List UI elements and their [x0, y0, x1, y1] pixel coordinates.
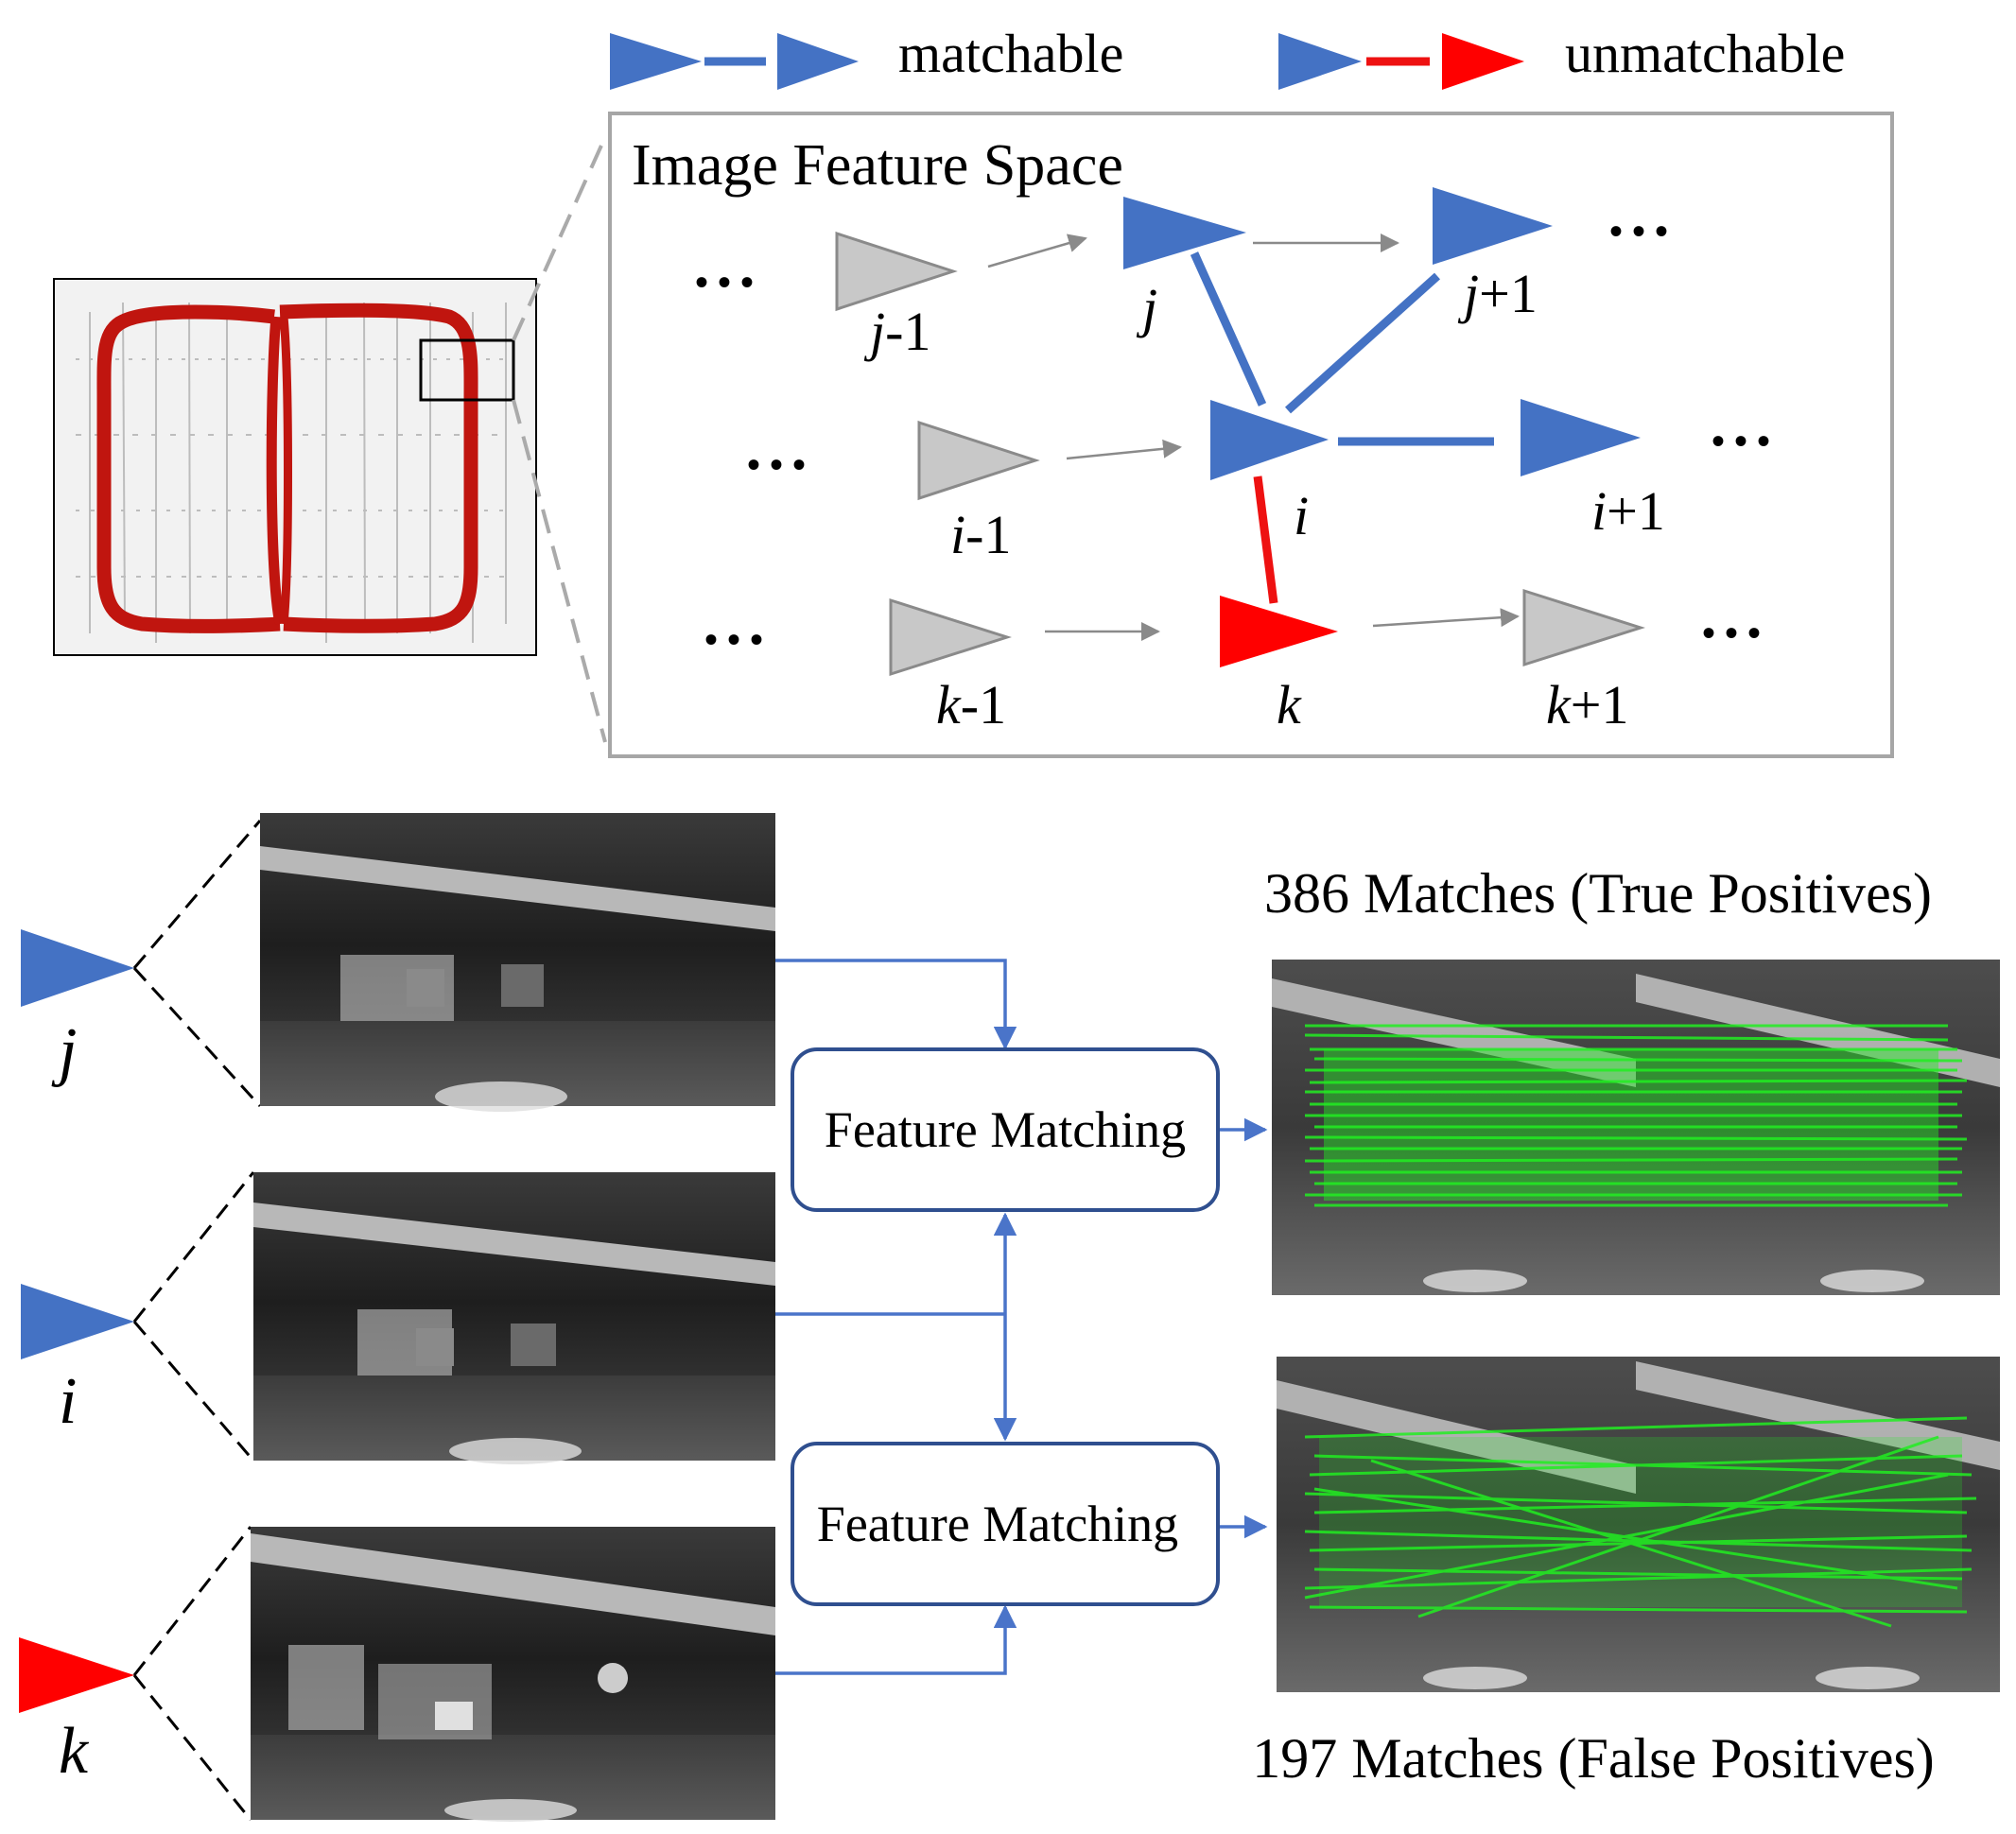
node-k-minus-1-triangle [889, 597, 1012, 677]
frame-i-label: i [59, 1365, 77, 1438]
node-i-label: i [1294, 485, 1309, 546]
ellipsis-k-right: • • • [1702, 612, 1761, 654]
frame-k-label: k [59, 1715, 90, 1788]
legend: matchable unmatchable [610, 23, 1845, 90]
node-i-minus-1-label: i-1 [950, 504, 1011, 565]
trajectory-map [53, 136, 607, 743]
matchable-edges [1190, 251, 1494, 446]
false-positive-match-lines [1304, 1416, 1977, 1628]
feature-matching-box-2: Feature Matching [791, 1442, 1220, 1606]
legend-matchable-label: matchable [898, 23, 1123, 84]
node-j-minus-1-triangle [835, 231, 958, 312]
node-k-plus-1-label: k+1 [1546, 674, 1628, 735]
legend-unmatchable-icon [1278, 33, 1524, 90]
node-k-plus-1-triangle [1522, 588, 1645, 667]
camera-frame-j [260, 813, 775, 1112]
map-zoom-box [419, 338, 515, 402]
camera-frame-i [253, 1172, 775, 1464]
node-j-plus-1-label: j+1 [1457, 263, 1538, 324]
node-k-minus-1-label: k-1 [936, 674, 1006, 735]
ellipsis-k-left: • • • [704, 618, 763, 661]
node-i-plus-1-label: i+1 [1591, 480, 1665, 542]
sequence-arrows [987, 234, 1520, 641]
feature-space-title: Image Feature Space [632, 133, 1123, 198]
node-i-minus-1-triangle [917, 420, 1040, 501]
node-k-triangle[interactable] [1220, 596, 1338, 667]
node-i-plus-1-triangle[interactable] [1521, 399, 1641, 476]
frame-j-label: j [51, 1015, 77, 1088]
legend-unmatchable-label: unmatchable [1565, 23, 1845, 84]
node-j-triangle[interactable] [1123, 197, 1246, 269]
feature-space-panel: Image Feature Space • • • j-1 j j+1 • • … [608, 112, 1894, 758]
frame-i-triangle [21, 1284, 134, 1359]
map-track [96, 303, 478, 633]
feature-matching-box-2-label: Feature Matching [817, 1496, 1178, 1552]
frame-markers: j i k [19, 820, 262, 1821]
node-i-triangle[interactable] [1210, 400, 1329, 480]
true-positive-match-lines [1304, 1024, 1968, 1207]
match-result-false-positives [1277, 1357, 2000, 1692]
ellipsis-i-right: • • • [1712, 420, 1770, 462]
match-result-true-positives [1272, 960, 2000, 1295]
map-texture [76, 302, 511, 643]
frame-j-triangle [21, 929, 134, 1007]
ellipsis-j-right: • • • [1609, 210, 1668, 252]
node-j-minus-1-label: j-1 [863, 301, 930, 362]
ellipsis-j-left: • • • [695, 261, 754, 303]
camera-frame-k [251, 1527, 775, 1822]
flow-arrows [775, 959, 1268, 1675]
result-false-positives-label: 197 Matches (False Positives) [1252, 1727, 1935, 1790]
node-j-plus-1-triangle[interactable] [1433, 187, 1553, 265]
ellipsis-i-left: • • • [747, 443, 806, 486]
legend-matchable-icon [610, 33, 859, 90]
frame-k-triangle [19, 1637, 134, 1713]
feature-matching-box-1: Feature Matching [791, 1047, 1220, 1212]
feature-matching-box-1-label: Feature Matching [825, 1101, 1186, 1158]
result-true-positives-label: 386 Matches (True Positives) [1264, 862, 1932, 925]
unmatchable-edge [1253, 476, 1278, 604]
node-k-label: k [1277, 674, 1302, 735]
